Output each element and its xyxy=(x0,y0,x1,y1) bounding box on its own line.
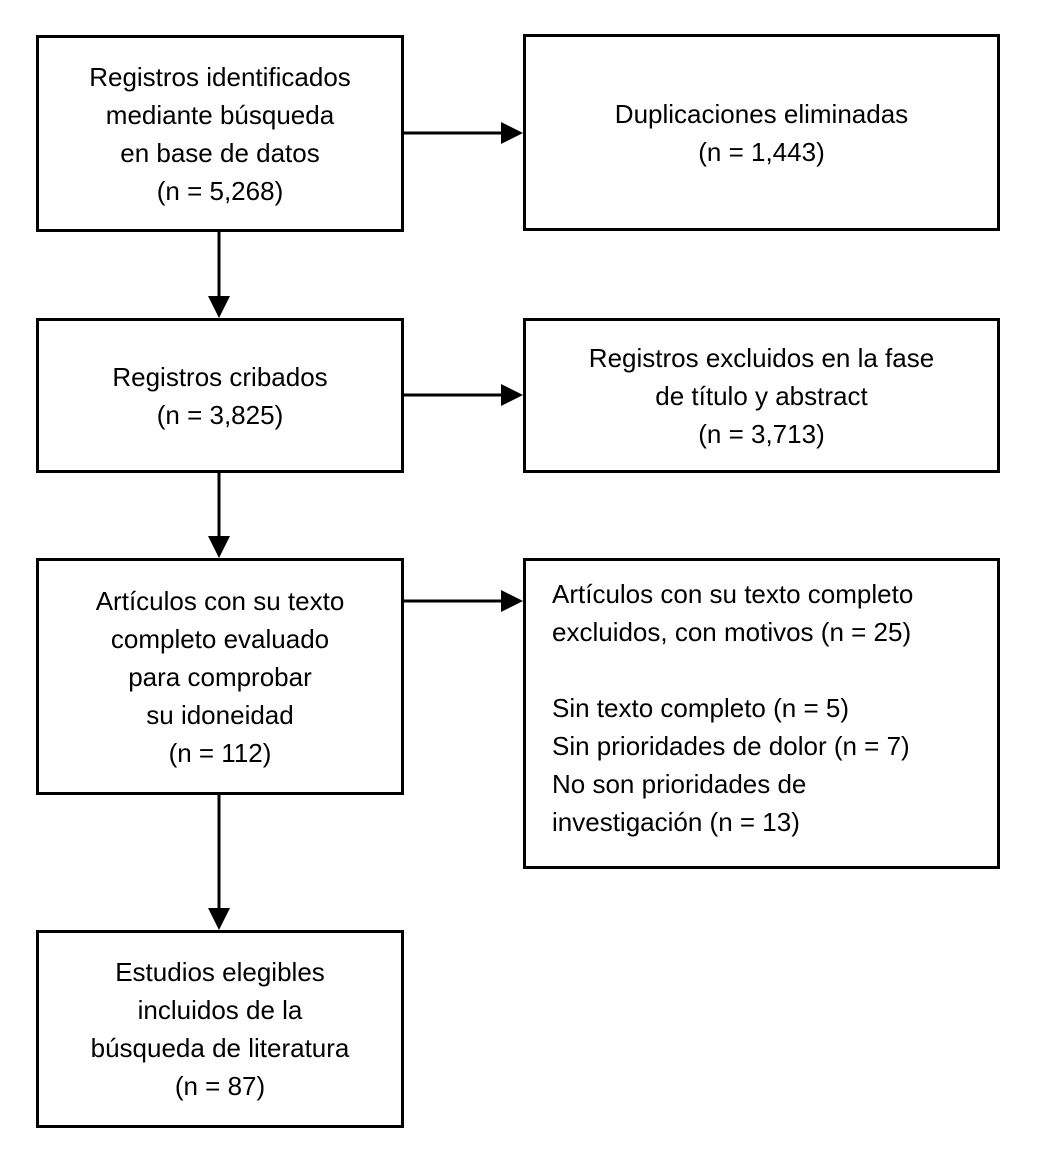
box-studies-included-text: Estudios elegibles incluidos de la búsqu… xyxy=(90,957,350,1101)
arrow-right-identified-to-duplicates-icon xyxy=(404,122,523,144)
box-fulltext-excluded-text: Artículos con su texto completo excluido… xyxy=(552,579,914,837)
arrow-down-fulltext-to-included-icon xyxy=(208,795,230,930)
arrow-right-fulltext-to-excluded-icon xyxy=(404,590,523,612)
arrow-right-screened-to-excluded-icon xyxy=(404,384,523,406)
arrow-down-identified-to-screened-icon xyxy=(208,232,230,318)
box-fulltext-assessed-text: Artículos con su texto completo evaluado… xyxy=(95,585,345,768)
box-records-identified: Registros identificados mediante búsqued… xyxy=(36,35,404,232)
box-fulltext-assessed: Artículos con su texto completo evaluado… xyxy=(36,558,404,795)
box-duplicates-removed: Duplicaciones eliminadas (n = 1,443) xyxy=(523,34,1000,231)
box-studies-included: Estudios elegibles incluidos de la búsqu… xyxy=(36,930,404,1128)
box-duplicates-removed-text: Duplicaciones eliminadas (n = 1,443) xyxy=(614,98,909,167)
box-records-excluded-title-abstract-text: Registros excluidos en la fase de título… xyxy=(588,342,935,449)
box-records-screened: Registros cribados (n = 3,825) xyxy=(36,318,404,473)
box-records-identified-text: Registros identificados mediante búsqued… xyxy=(89,61,351,206)
box-records-screened-text: Registros cribados (n = 3,825) xyxy=(112,361,328,430)
box-records-excluded-title-abstract: Registros excluidos en la fase de título… xyxy=(523,318,1000,473)
arrow-down-screened-to-fulltext-icon xyxy=(208,473,230,558)
box-fulltext-excluded: Artículos con su texto completo excluido… xyxy=(523,558,1000,869)
